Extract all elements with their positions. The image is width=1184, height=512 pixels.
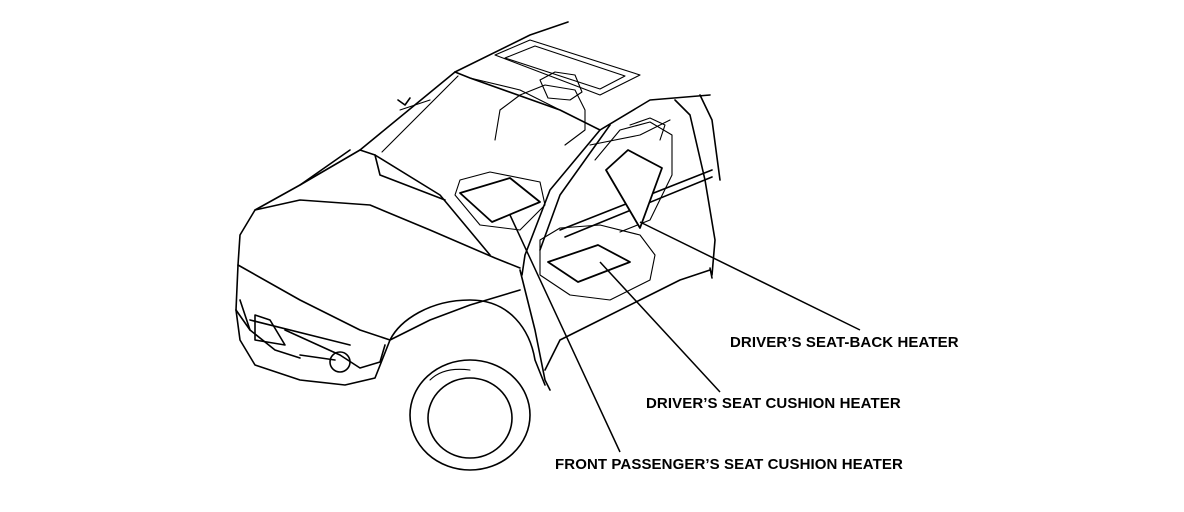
windshield-and-roof <box>382 40 640 152</box>
label-driver-seat-back-heater: DRIVER’S SEAT-BACK HEATER <box>730 334 959 351</box>
label-driver-seat-cushion-heater: DRIVER’S SEAT CUSHION HEATER <box>646 395 901 412</box>
front-wheel <box>390 300 545 470</box>
leader-driver-seat-back <box>640 222 860 330</box>
heater-pads <box>460 150 662 282</box>
driver-seat <box>540 118 672 300</box>
leader-driver-seat-cushion <box>600 262 720 392</box>
driver-cushion-heater-pad <box>548 245 630 282</box>
door-and-pillar <box>520 95 720 390</box>
label-front-passenger-seat-cushion-heater: FRONT PASSENGER’S SEAT CUSHION HEATER <box>555 456 903 473</box>
